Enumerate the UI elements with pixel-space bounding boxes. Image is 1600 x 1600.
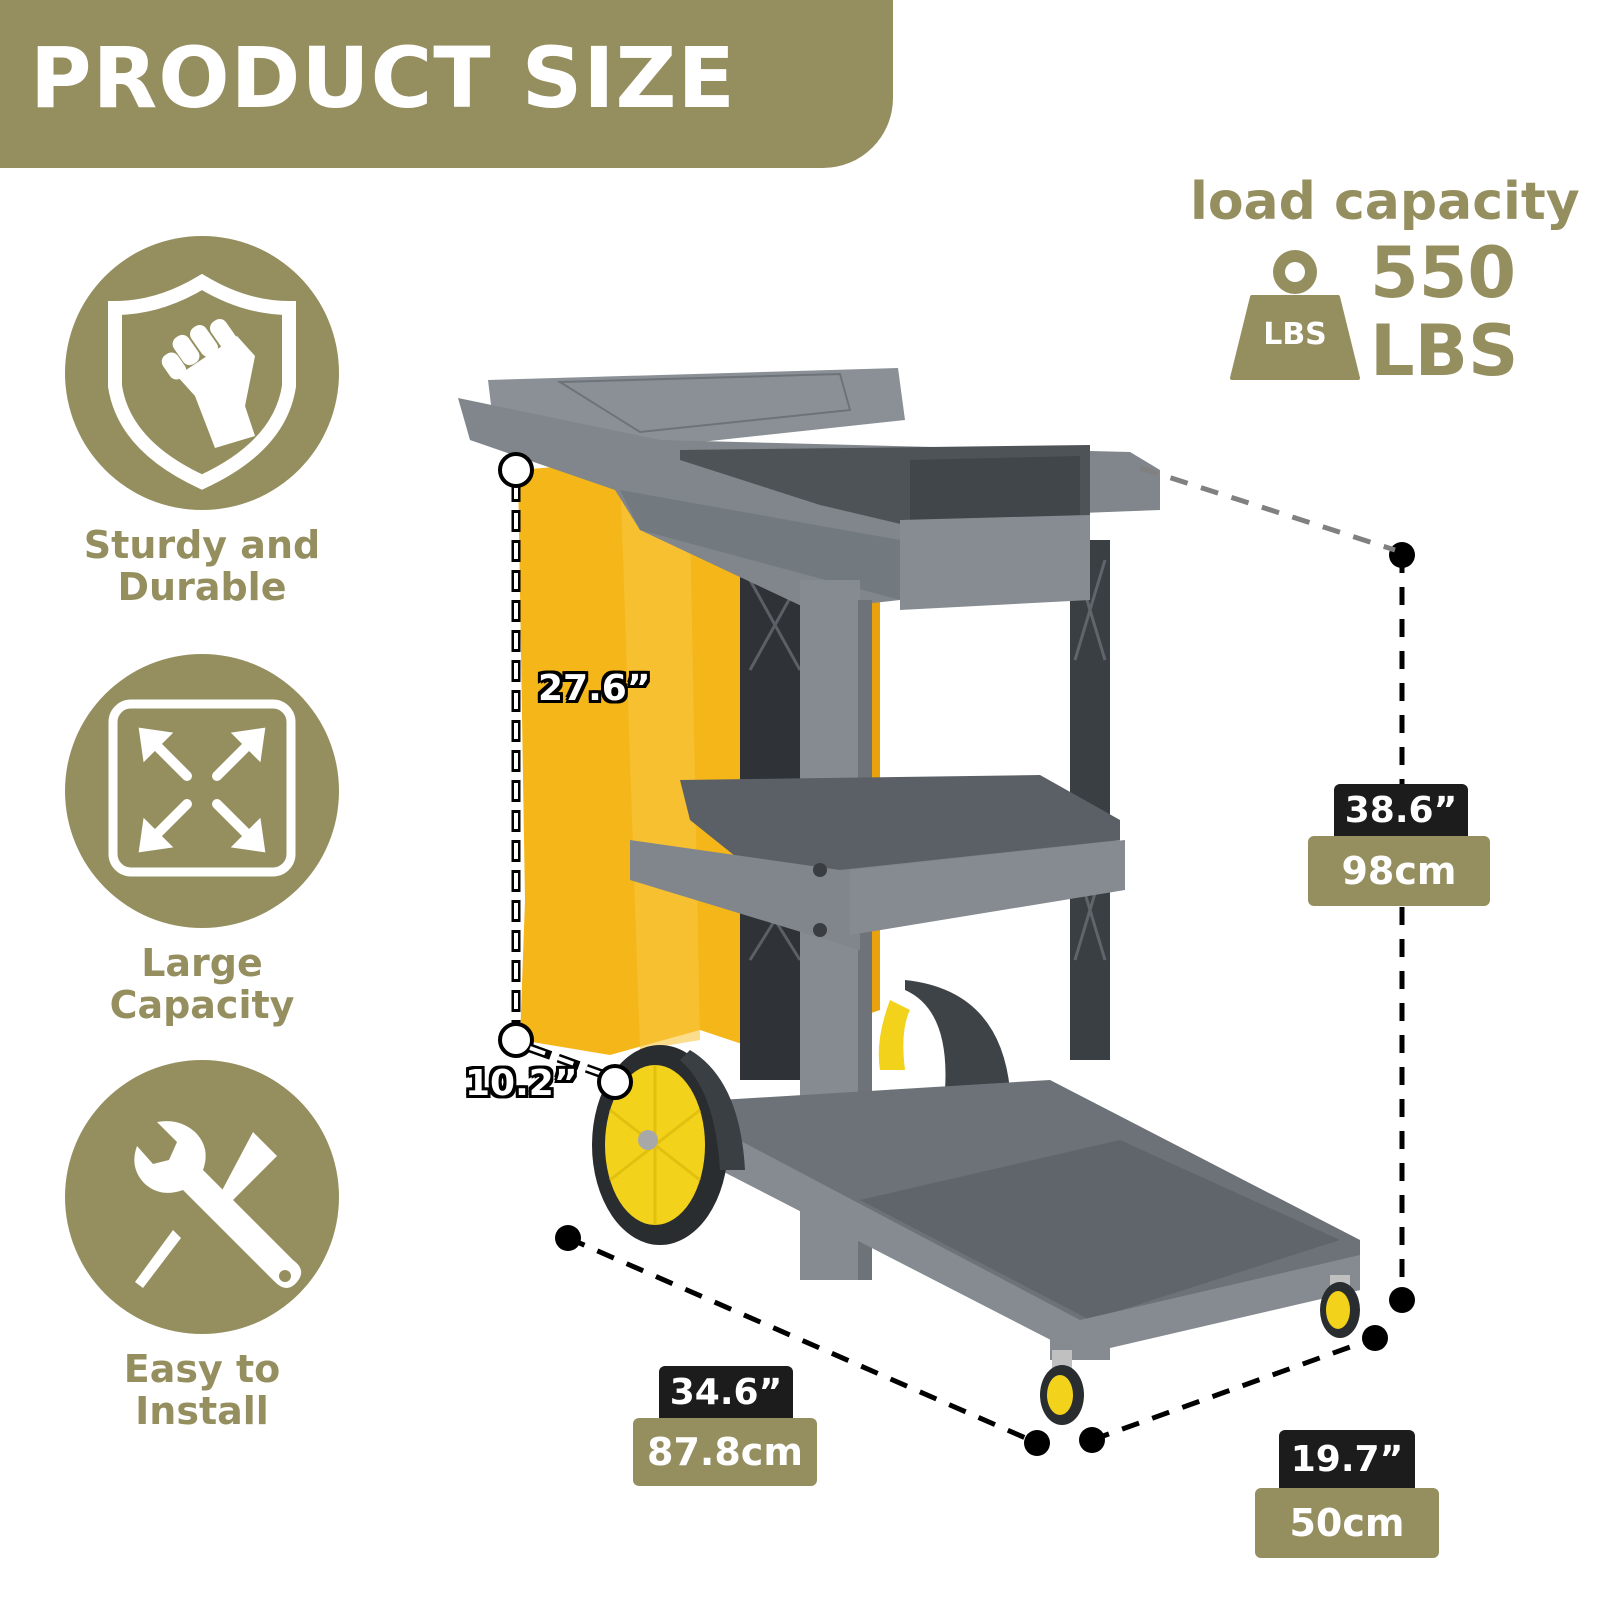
height-dimension: 38.6” 98cm: [1308, 784, 1490, 906]
feature-capacity: Large Capacity: [62, 654, 342, 1026]
length-dimension: 34.6” 87.8cm: [633, 1366, 817, 1486]
page-title: PRODUCT SIZE: [30, 29, 736, 127]
feature-circle: [65, 236, 339, 510]
wrench-screwdriver-icon: [134, 1121, 302, 1288]
length-inches: 34.6”: [659, 1366, 793, 1418]
height-cm: 98cm: [1308, 836, 1490, 906]
feature-label-line2: Durable: [117, 565, 287, 609]
feature-circle: [65, 654, 339, 928]
expand-arrows-icon: [108, 699, 296, 877]
feature-install: Easy to Install: [62, 1060, 342, 1432]
feature-label-line1: Large: [141, 941, 263, 985]
weight-icon-label: LBS: [1263, 317, 1327, 352]
width-cm: 50cm: [1255, 1488, 1439, 1558]
feature-label-line2: Capacity: [109, 983, 295, 1027]
feature-sturdy: Sturdy and Durable: [62, 236, 342, 608]
feature-label-line1: Easy to: [123, 1347, 281, 1391]
feature-label-line1: Sturdy and: [83, 523, 321, 567]
length-dimension-line: [566, 1235, 1039, 1446]
load-capacity-unit: LBS: [1370, 310, 1519, 392]
bag-height-label: 27.6”: [538, 668, 651, 709]
length-cm: 87.8cm: [633, 1418, 817, 1486]
width-dimension: 19.7” 50cm: [1255, 1430, 1439, 1558]
feature-label-line2: Install: [135, 1389, 269, 1433]
load-capacity-title: load capacity: [1190, 172, 1580, 232]
weight-icon: LBS: [1230, 242, 1360, 386]
width-dimension-line: [1091, 1335, 1376, 1443]
bag-depth-label: 10.2”: [465, 1063, 578, 1104]
shield-fist-icon: [108, 273, 296, 490]
height-inches: 38.6”: [1334, 784, 1468, 836]
header-banner: PRODUCT SIZE: [0, 0, 893, 168]
feature-circle: [65, 1060, 339, 1334]
width-inches: 19.7”: [1279, 1430, 1415, 1488]
load-capacity-value: 550: [1370, 232, 1517, 314]
